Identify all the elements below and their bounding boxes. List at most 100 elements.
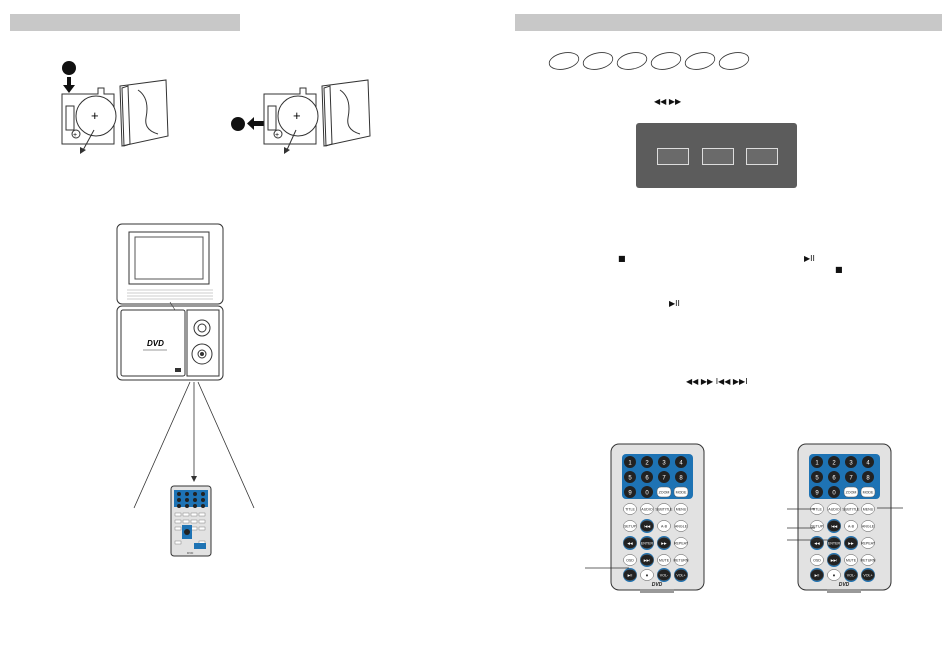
remote-1-key-label-5: 5 [628,476,632,482]
remote-1-key-label-2: 2 [645,461,649,467]
remote-1-key-4-1[interactable] [640,554,654,566]
remote-2-key-3-3[interactable] [861,537,875,549]
remote-2-key-label-9: 9 [815,491,819,497]
remote-2-key-label-2-1: I◀◀ [831,525,839,529]
remote-2-key-5-3[interactable] [861,569,875,581]
remote-2-key-label-5-2: VOL- [847,574,856,578]
remote-1-key-1-2[interactable] [657,503,671,515]
remote-1-key-label-3-0: ◀◀ [627,542,634,546]
remote-2-key-0[interactable] [828,486,840,498]
remote-2-key-label-3-0: ◀◀ [814,542,821,546]
stop-icon: ■ [618,254,626,263]
remote-2-key-4[interactable] [862,456,874,468]
remote-1-key-6[interactable] [641,471,653,483]
remote-1-key-5-3[interactable] [674,569,688,581]
remote-2-key-label-1-0: TITLE [812,508,822,512]
remote-2-key-label-0-0: ZOOM [846,491,857,495]
remote-2-key-label-1-2: SUBTITLE [842,508,860,512]
remote-2-key-7[interactable] [845,471,857,483]
remote-1-key-3-3[interactable] [674,537,688,549]
remote-2-key-1-1[interactable] [827,503,841,515]
remote-2-key-3-2[interactable] [844,537,858,549]
remote-1-key-2-1[interactable] [640,520,654,532]
remote-sight-lines [133,381,255,509]
remote-2-key-5-0[interactable] [810,569,824,581]
remote-1-key-2-2[interactable] [657,520,671,532]
remote-1-key-label-4-0: OSD [626,559,634,563]
disc-format-ovals [548,52,750,70]
remote-2-key-8[interactable] [862,471,874,483]
remote-1-key-label-8: 8 [679,476,683,482]
remote-2-key-2-1[interactable] [827,520,841,532]
remote-1-key-zoom[interactable] [656,486,672,498]
remote-1-key-4-2[interactable] [657,554,671,566]
remote-2-key-2[interactable] [828,456,840,468]
remote-2-key-2-0[interactable] [810,520,824,532]
remote-1-key-1[interactable] [624,456,636,468]
remote-1-key-7[interactable] [658,471,670,483]
remote-1-key-label-2-3: ANGLE [675,525,688,529]
remote-2-key-mode[interactable] [860,486,876,498]
remote-1-key-1-0[interactable] [623,503,637,515]
remote-2-key-label-4-3: RETURN [861,559,876,563]
remote-2-key-zoom[interactable] [843,486,859,498]
portable-dvd-player-figure: DVD [116,223,224,381]
remote-1-key-4-0[interactable] [623,554,637,566]
remote-1-key-4-3[interactable] [674,554,688,566]
remote-1-key-2[interactable] [641,456,653,468]
remote-1-key-3[interactable] [658,456,670,468]
remote-1-key-5-0[interactable] [623,569,637,581]
remote-1-key-5-2[interactable] [657,569,671,581]
remote-2-key-9[interactable] [811,486,823,498]
svg-text:+: + [293,108,301,123]
remote-2-key-label-2: 2 [832,461,836,467]
remote-2-key-2-2[interactable] [844,520,858,532]
remote-2-key-label-1: 1 [815,461,819,467]
remote-2-key-2-3[interactable] [861,520,875,532]
right-header-bar [515,14,942,31]
remote-2-key-5-2[interactable] [844,569,858,581]
remote-1-key-5[interactable] [624,471,636,483]
remote-2-key-label-2-3: ANGLE [862,525,875,529]
skip-navigation-icons: ◀◀ ▶▶ I◀◀ ▶▶I [686,377,748,386]
remote-1-key-mode[interactable] [673,486,689,498]
remote-1-key-label-5-1: ■ [646,574,648,578]
remote-2-key-label-2-0: SETUP [811,525,824,529]
remote-1-key-8[interactable] [675,471,687,483]
remote-1-key-4[interactable] [675,456,687,468]
remote-1-key-label-4-2: MUTE [659,559,670,563]
remote-2-key-1-2[interactable] [844,503,858,515]
remote-1-number-pad-area [622,454,693,499]
remote-1-key-3-0[interactable] [623,537,637,549]
svg-text:+: + [275,132,279,139]
remote-1-key-1-1[interactable] [640,503,654,515]
remote-2-key-label-5-1: ■ [833,574,835,578]
remote-1-key-label-5-0: ▶II [628,574,633,578]
remote-2-key-4-1[interactable] [827,554,841,566]
remote-2-key-5-1[interactable] [827,569,841,581]
remote-1-key-3-2[interactable] [657,537,671,549]
remote-1-key-2-3[interactable] [674,520,688,532]
remote-1-key-label-1-3: MENU [676,508,687,512]
remote-2-key-4-3[interactable] [861,554,875,566]
remote-2-key-label-1-3: MENU [863,508,874,512]
remote-1-key-3-1[interactable] [640,537,654,549]
remote-2-key-4-2[interactable] [844,554,858,566]
remote-1-key-0[interactable] [641,486,653,498]
remote-2-key-1[interactable] [811,456,823,468]
remote-2-key-3[interactable] [845,456,857,468]
remote-1-key-9[interactable] [624,486,636,498]
remote-1-key-label-3-2: ▶▶ [661,542,668,546]
remote-1-key-5-1[interactable] [640,569,654,581]
remote-1-key-2-0[interactable] [623,520,637,532]
remote-1-dvd-logo: DVD [652,582,663,588]
remote-2-key-5[interactable] [811,471,823,483]
remote-1-key-1-3[interactable] [674,503,688,515]
remote-2-key-1-3[interactable] [861,503,875,515]
stop-icon-2: ■ [835,265,843,274]
remote-2-key-6[interactable] [828,471,840,483]
remote-2-key-4-0[interactable] [810,554,824,566]
